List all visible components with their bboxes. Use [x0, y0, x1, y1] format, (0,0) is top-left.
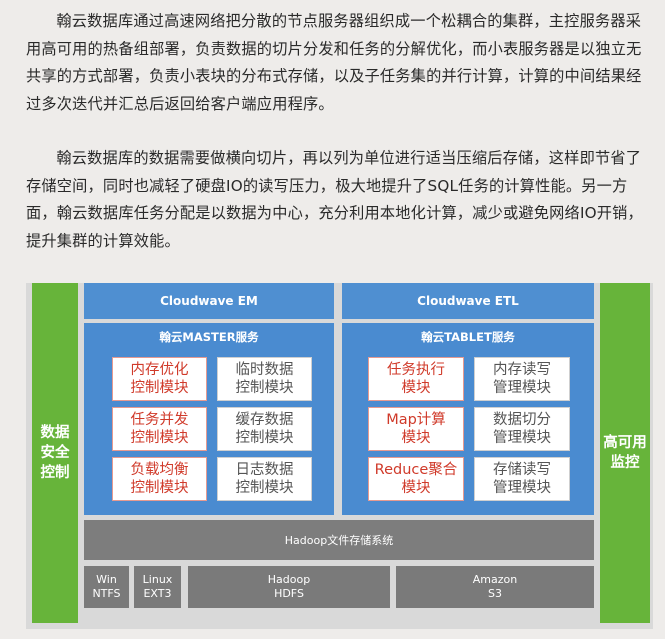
master-service-panel: 翰云MASTER服务 内存优化 控制模块 临时数据 控制模块 任务并发 控制模块…: [84, 323, 334, 515]
task-execution-module: 任务执行 模块: [368, 357, 464, 401]
task-concurrency-module: 任务并发 控制模块: [112, 407, 207, 451]
storage-linux-ext3: Linux EXT3: [134, 566, 181, 608]
cloudwave-em-header: Cloudwave EM: [84, 283, 334, 319]
log-data-module: 日志数据 控制模块: [217, 457, 312, 501]
tablet-service-panel: 翰云TABLET服务 任务执行 模块 内存读写 管理模块 Map计算 模块 数据…: [342, 323, 594, 515]
intro-paragraph-2: 翰云数据库的数据需要做横向切片，再以列为单位进行适当压缩后存储，这样即节省了存储…: [26, 149, 643, 250]
master-service-title: 翰云MASTER服务: [159, 330, 259, 344]
memory-optimization-module: 内存优化 控制模块: [112, 357, 207, 401]
storage-amazon-s3: Amazon S3: [396, 566, 594, 608]
map-compute-module: Map计算 模块: [368, 407, 464, 451]
load-balance-module: 负载均衡 控制模块: [112, 457, 207, 501]
tablet-service-title: 翰云TABLET服务: [421, 330, 515, 344]
memory-rw-module: 内存读写 管理模块: [474, 357, 570, 401]
cache-data-module: 缓存数据 控制模块: [217, 407, 312, 451]
reduce-aggregation-module: Reduce聚合 模块: [368, 457, 464, 501]
hadoop-fs-layer: Hadoop文件存储系统: [84, 520, 594, 560]
data-security-control-bar: 数据 安全 控制: [32, 283, 78, 623]
storage-hadoop-hdfs: Hadoop HDFS: [188, 566, 390, 608]
data-split-module: 数据切分 管理模块: [474, 407, 570, 451]
storage-win-ntfs: Win NTFS: [84, 566, 129, 608]
intro-paragraph-1: 翰云数据库通过高速网络把分散的节点服务器组织成一个松耦合的集群，主控服务器采用高…: [26, 12, 642, 113]
cloudwave-etl-header: Cloudwave ETL: [342, 283, 594, 319]
temp-data-module: 临时数据 控制模块: [217, 357, 312, 401]
architecture-diagram: 数据 安全 控制 高可用 监控 Cloudwave EM Cloudwave E…: [26, 283, 653, 629]
storage-rw-module: 存储读写 管理模块: [474, 457, 570, 501]
high-availability-monitor-bar: 高可用 监控: [600, 283, 650, 623]
